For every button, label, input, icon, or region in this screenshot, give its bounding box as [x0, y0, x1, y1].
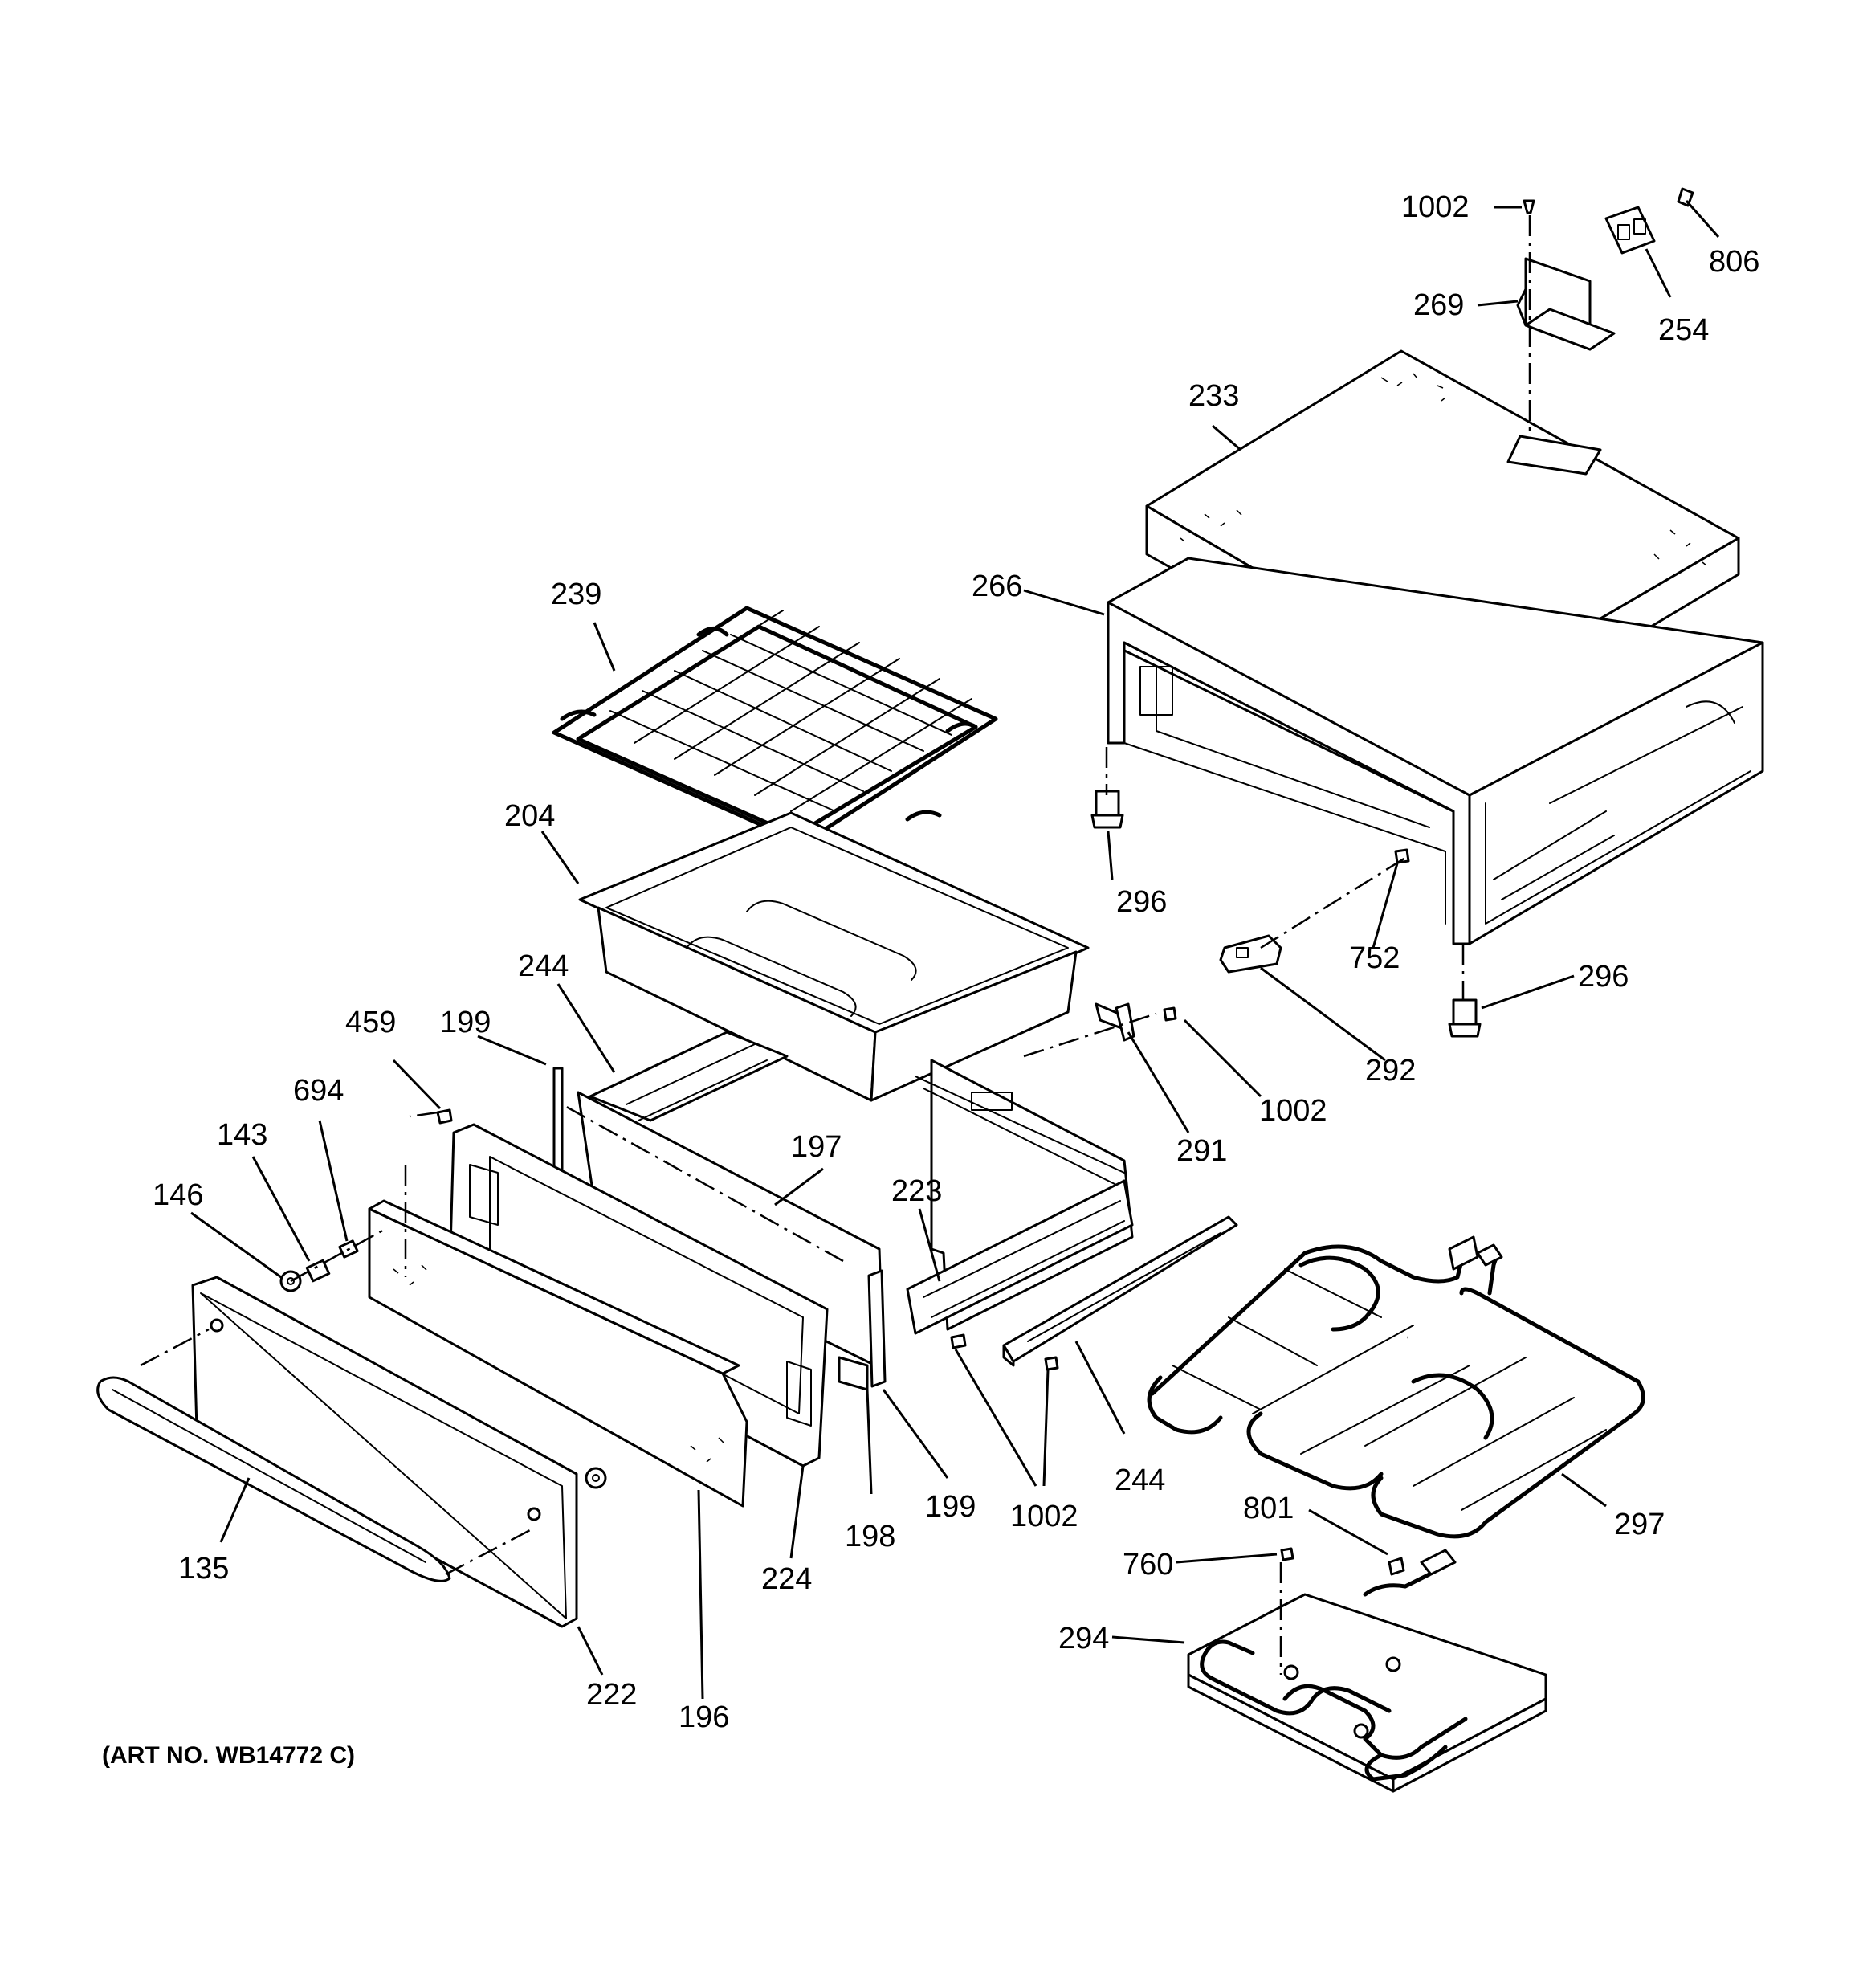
part-washer-right [585, 1467, 607, 1489]
callout-694: 694 [293, 1074, 344, 1108]
callout-199-top: 199 [440, 1006, 491, 1039]
callout-239: 239 [551, 578, 601, 611]
assembly-centerlines [140, 215, 1531, 1675]
callout-1002-top: 1002 [1401, 190, 1470, 224]
part-296-leg-right [1448, 998, 1482, 1038]
art-number: (ART NO. WB14772 C) [102, 1742, 355, 1769]
callout-196: 196 [679, 1700, 729, 1734]
callout-146: 146 [153, 1178, 203, 1212]
callout-199-bottom: 199 [925, 1490, 976, 1524]
part-204-broiler-pan [578, 811, 1090, 1102]
callout-806: 806 [1709, 245, 1759, 279]
part-297-broil-element [1147, 1235, 1645, 1539]
part-296-leg-left [1090, 790, 1124, 829]
part-752-screw [1394, 848, 1410, 864]
part-223-side-rail [906, 1179, 1134, 1335]
callout-297: 297 [1614, 1508, 1665, 1541]
callout-198: 198 [845, 1520, 895, 1553]
callout-459: 459 [345, 1006, 396, 1039]
callout-269: 269 [1413, 288, 1464, 322]
callout-296-left: 296 [1116, 885, 1167, 919]
callout-233: 233 [1188, 379, 1239, 413]
part-1002-lower-screws [950, 1333, 1059, 1371]
part-1002-mid-screw [1163, 1006, 1177, 1022]
part-294-bake-element-pan [1187, 1547, 1547, 1793]
callout-197: 197 [791, 1130, 842, 1164]
part-143-spacer [305, 1259, 331, 1283]
callout-266: 266 [972, 569, 1022, 603]
callout-1002-bottom: 1002 [1010, 1500, 1078, 1533]
part-198-strip [867, 1269, 887, 1388]
callout-291: 291 [1176, 1134, 1227, 1168]
part-196-insulation-panel [368, 1199, 748, 1508]
part-459-screw [436, 1108, 453, 1125]
part-1002-top-screw [1523, 199, 1535, 214]
callout-752: 752 [1349, 941, 1400, 975]
callout-244-bottom: 244 [1115, 1463, 1165, 1497]
part-254-terminal-block [1604, 206, 1656, 255]
callout-254: 254 [1658, 313, 1709, 347]
callout-labels: 1002 806 269 254 233 266 239 204 296 752… [153, 190, 1759, 1734]
part-266-oven-body [1107, 557, 1764, 945]
callout-244-top: 244 [518, 949, 569, 983]
callout-296-right: 296 [1578, 960, 1629, 994]
callout-135: 135 [178, 1552, 229, 1586]
part-801-screw [1388, 1557, 1405, 1576]
callout-223: 223 [891, 1174, 942, 1208]
part-806-screw [1677, 187, 1694, 207]
part-269-bracket [1516, 257, 1616, 351]
callout-204: 204 [504, 799, 555, 833]
callout-294: 294 [1058, 1622, 1109, 1655]
callout-143: 143 [217, 1118, 267, 1152]
callout-760: 760 [1123, 1548, 1173, 1582]
leader-lines [190, 200, 1720, 1700]
part-199-lower-strip [838, 1356, 869, 1391]
callout-224: 224 [761, 1562, 812, 1596]
part-244-lower-slide-rail [1002, 1215, 1238, 1367]
part-135-handle [96, 1376, 451, 1582]
callout-222: 222 [586, 1678, 637, 1712]
callout-292: 292 [1365, 1054, 1416, 1088]
part-239-oven-rack [552, 606, 998, 846]
callout-1002-mid: 1002 [1259, 1094, 1327, 1128]
part-199-upper-strip [552, 1067, 564, 1182]
callout-801: 801 [1243, 1492, 1294, 1525]
part-291-bracket [1095, 1002, 1135, 1042]
